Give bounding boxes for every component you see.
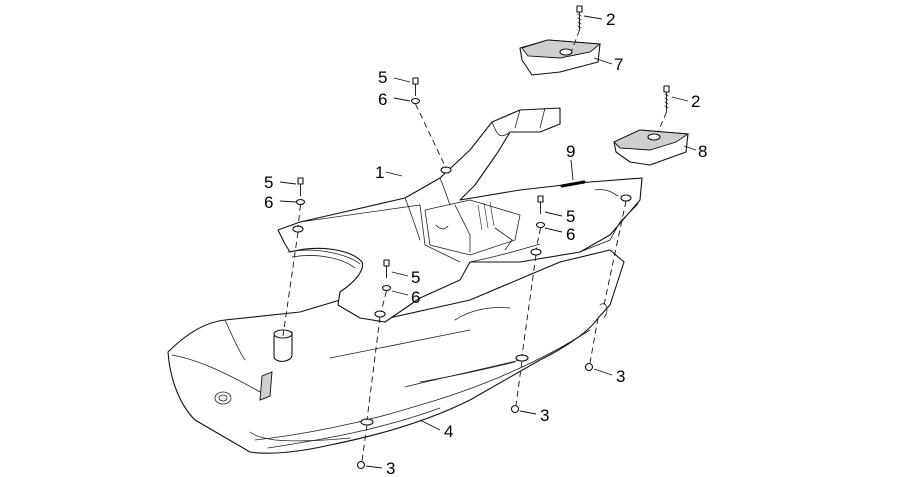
screw-top-right-footrest [663,85,670,112]
screw-washer-left [295,177,306,206]
lower-body-panel [167,249,625,454]
screw-washer-center [535,195,546,229]
callout-9: 9 [566,142,575,161]
callout-6-center: 6 [566,225,575,244]
frame-cover-panel [277,107,643,323]
callout-3-center: 3 [540,406,549,425]
leader-lines [279,15,697,469]
callout-7: 7 [614,55,623,74]
callout-1: 1 [375,163,384,182]
screw-washer-upper [410,77,421,105]
callout-5-center: 5 [566,207,575,226]
callout-5-lower: 5 [411,268,420,287]
callout-6-upper: 6 [378,90,387,109]
trim-strip [560,180,586,188]
callout-5-left: 5 [264,173,273,192]
callout-6-lower: 6 [411,288,420,307]
callout-5-upper: 5 [378,68,387,87]
callout-3-right: 3 [616,367,625,386]
callout-labels: 2 7 5 6 2 8 9 1 5 6 5 6 5 6 3 3 4 3 [264,10,707,477]
screw-washer-lower [381,259,392,292]
callout-3-bottom: 3 [386,459,395,477]
callout-8: 8 [698,142,707,161]
footrest-left [519,39,602,76]
nuts [356,362,594,470]
screw-top-left-footrest [576,5,583,30]
assembly-lines [282,29,667,462]
callout-2-top: 2 [606,10,615,29]
callout-6-left: 6 [264,193,273,212]
footrest-right [613,129,690,166]
callout-2-right: 2 [691,92,700,111]
callout-4: 4 [444,422,453,441]
